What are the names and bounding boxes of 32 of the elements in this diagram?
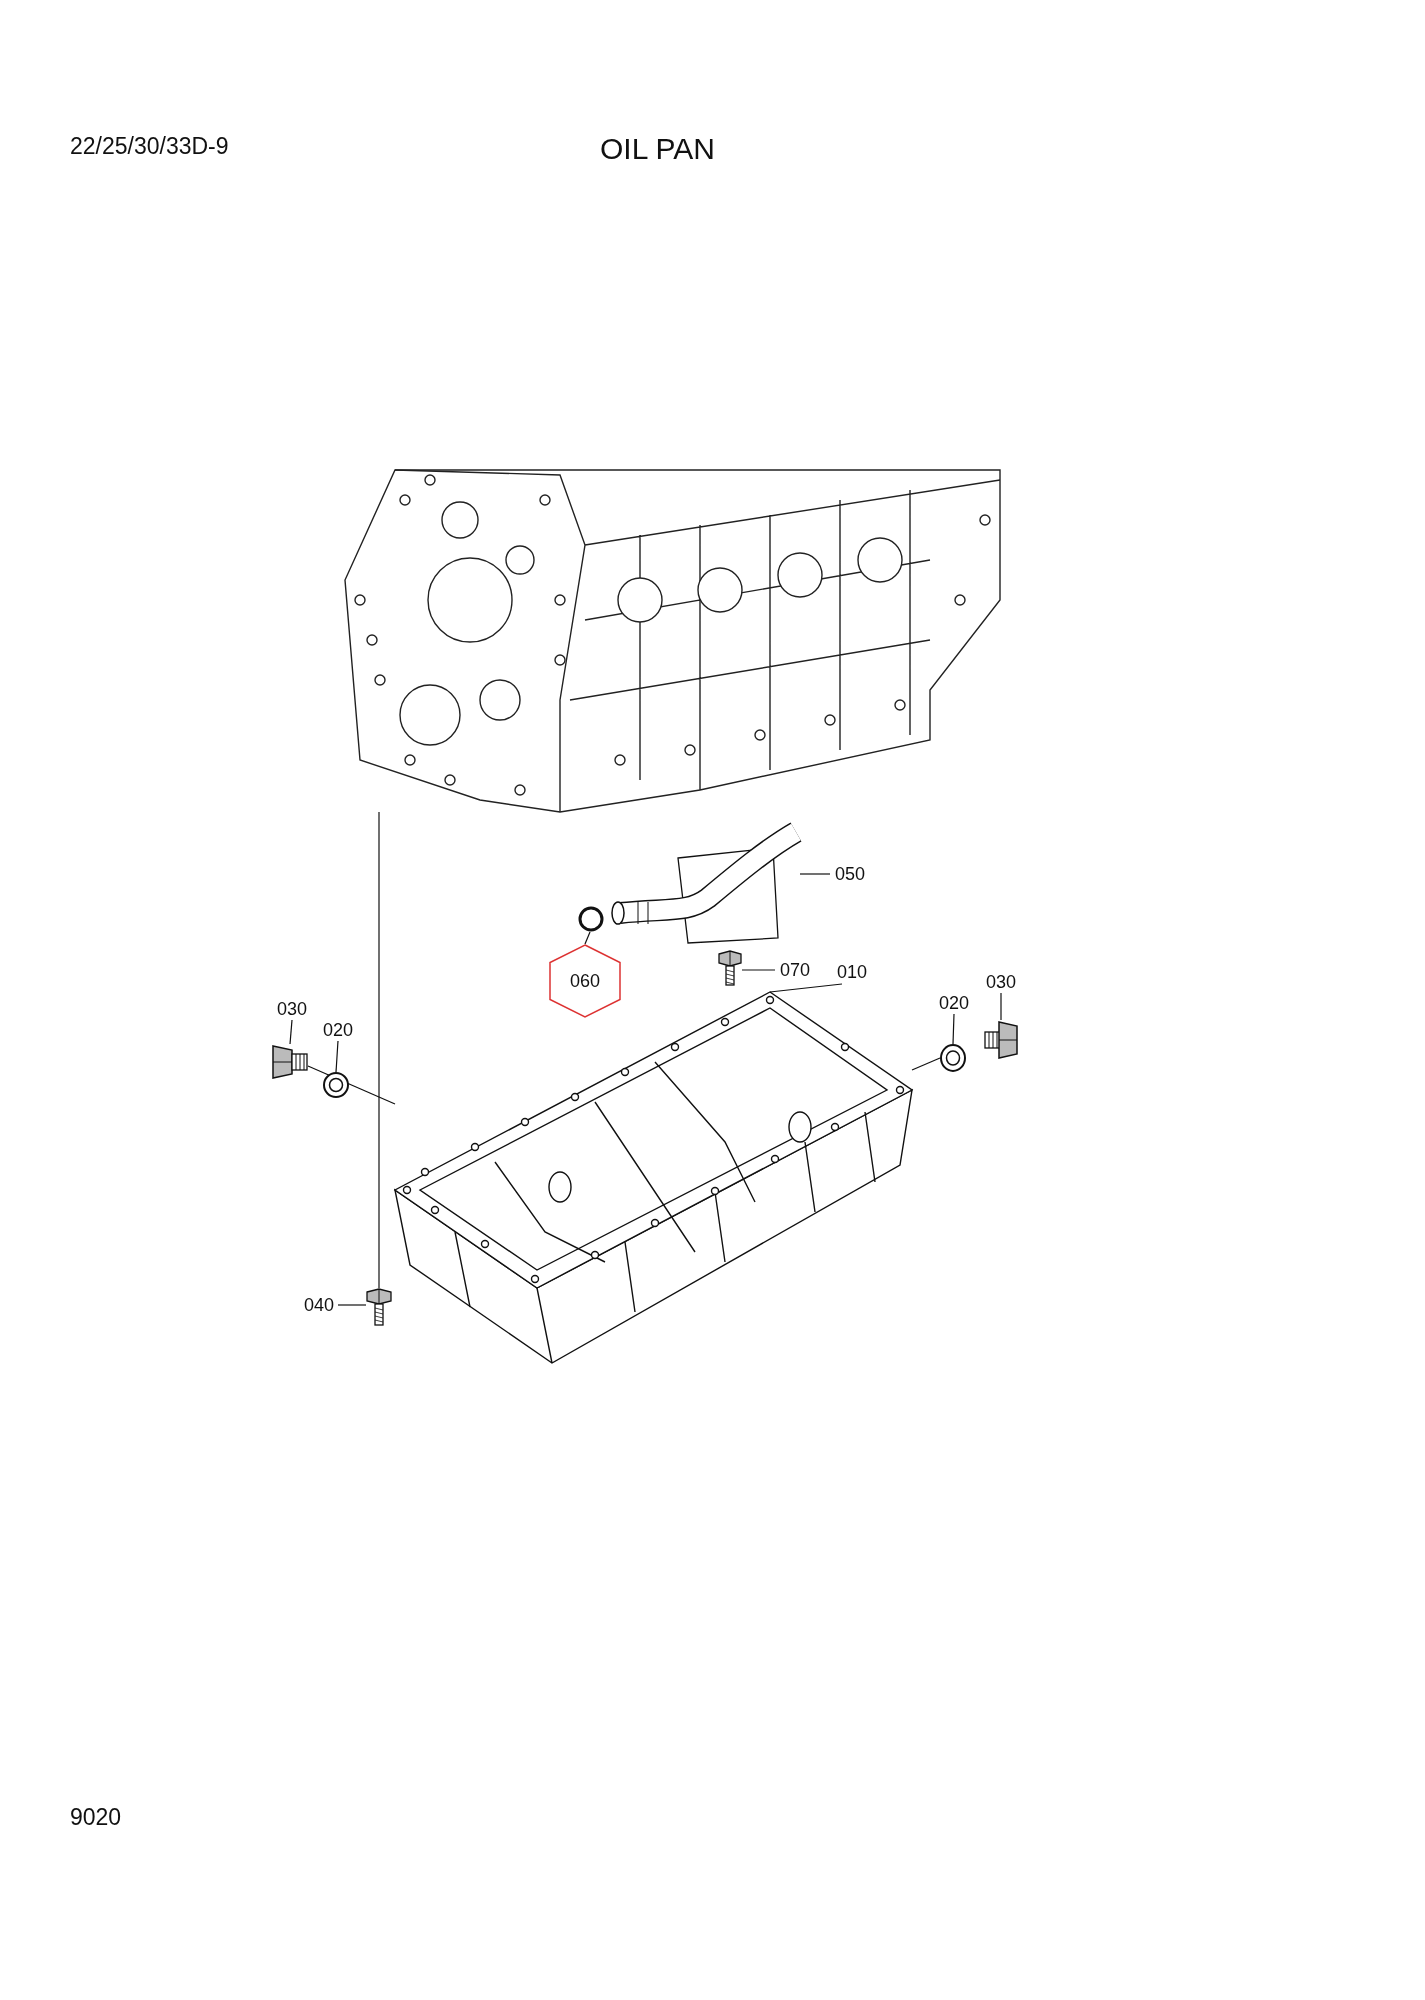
diagram-title: OIL PAN [600,132,716,166]
screw-drawing [718,950,742,986]
leader-line [769,983,843,993]
callout-number: 040 [300,1294,338,1316]
leader-line [584,931,591,945]
drain-plug-drawing [984,1020,1018,1060]
leader-line [335,1040,339,1073]
leader-line [289,1019,293,1045]
callout-number: 030 [982,971,1020,993]
callout-number: 070 [775,958,815,982]
washer-drawing [940,1044,966,1072]
leader-line [741,969,776,971]
page-number: 9020 [70,1804,122,1831]
assembly-line [307,1065,396,1105]
callout-number: 020 [320,1019,356,1041]
callout-number: 060 [549,944,621,1018]
callout-number: 030 [274,998,310,1020]
drain-plug-drawing [272,1044,308,1080]
bolt-drawing [366,1288,392,1326]
leader-line [1000,992,1002,1021]
callout-number: 010 [832,960,872,984]
oil-pan-drawing [395,992,912,1365]
assembly-line [378,811,380,1289]
model-number: 22/25/30/33D-9 [70,133,229,160]
leader-line [337,1304,367,1306]
callout-number: 050 [830,862,870,886]
leader-line [952,1013,955,1045]
assembly-line [911,1057,941,1071]
o-ring-drawing [578,906,604,932]
callout-number: 020 [936,992,972,1014]
washer-drawing [323,1072,349,1098]
leader-line [799,873,831,875]
